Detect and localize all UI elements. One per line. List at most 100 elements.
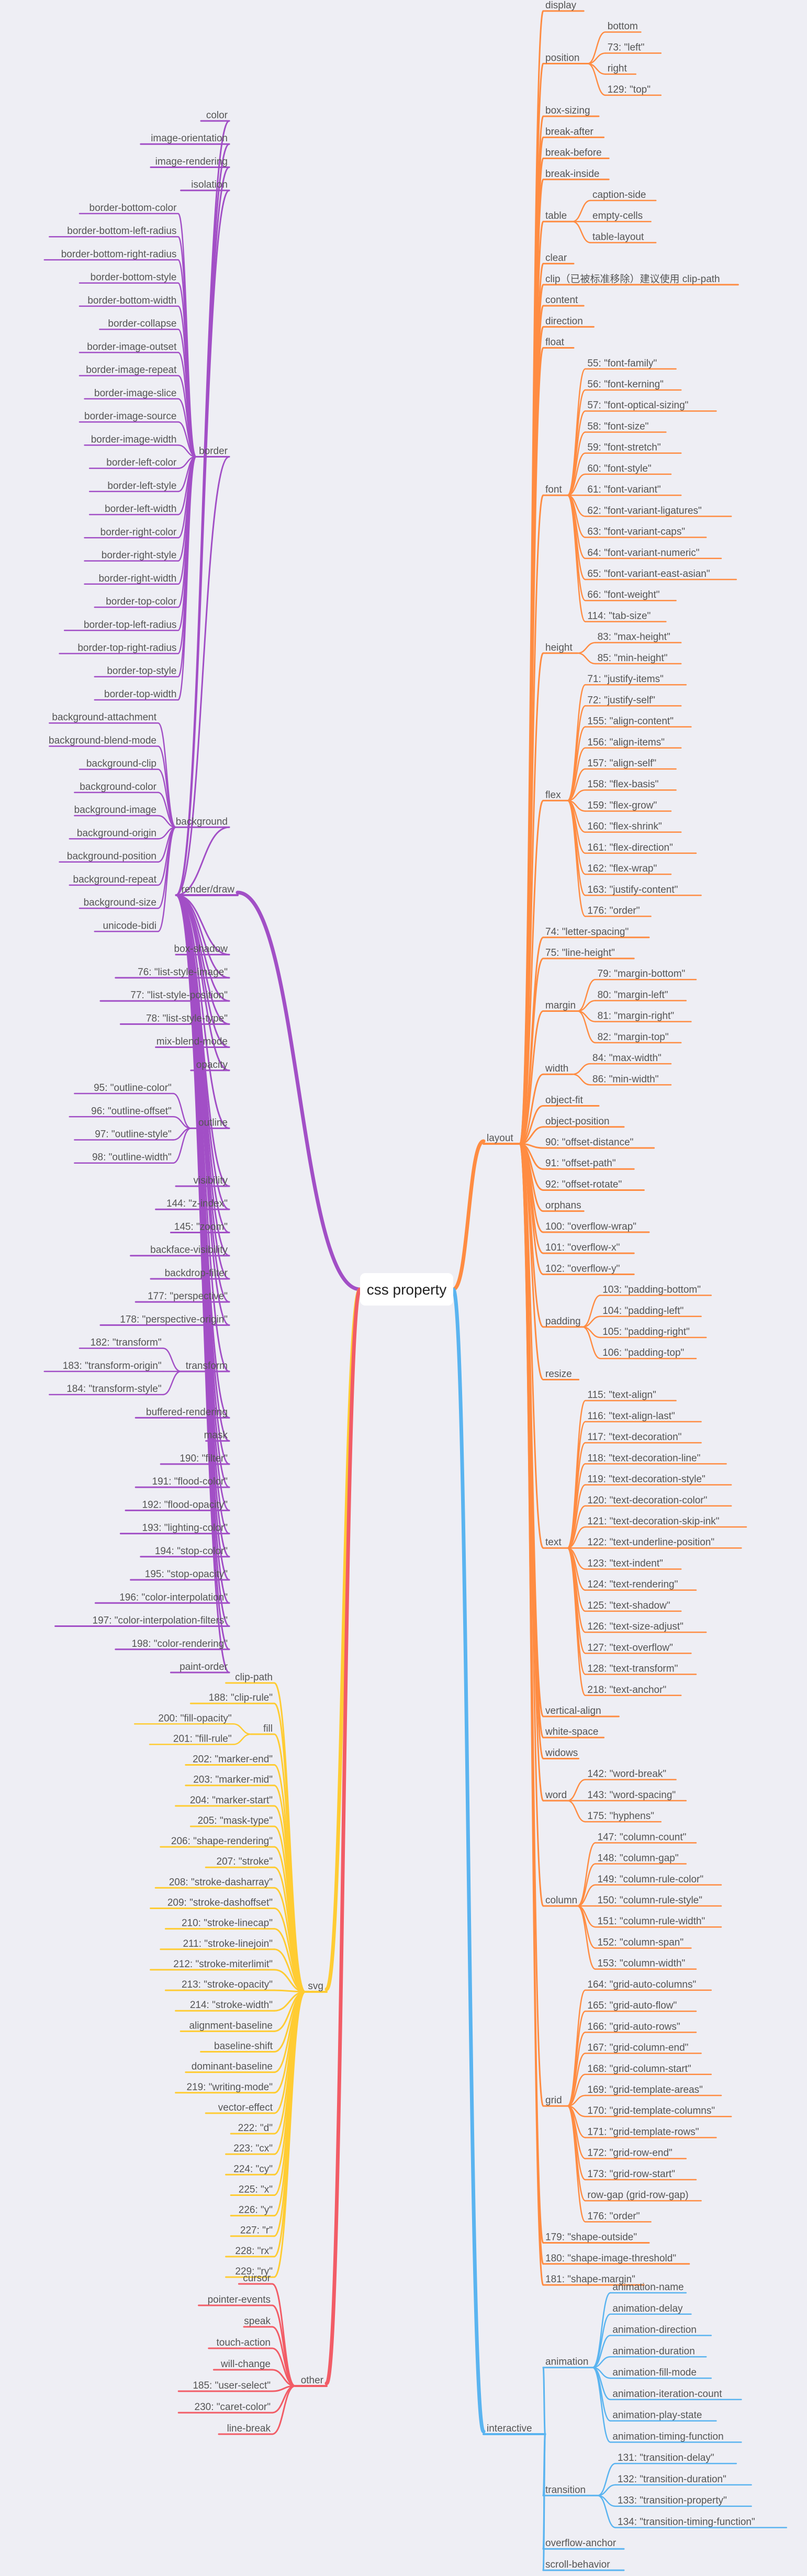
leaf-143-word-spacing[interactable]: 143: "word-spacing": [587, 1790, 676, 1801]
leaf-background-attachment[interactable]: background-attachment: [52, 712, 156, 723]
leaf-195-stop-opacity[interactable]: 195: "stop-opacity": [145, 1569, 228, 1580]
leaf-120-text-decoration-color[interactable]: 120: "text-decoration-color": [587, 1495, 707, 1506]
leaf-59-font-stretch[interactable]: 59: "font-stretch": [587, 442, 660, 453]
leaf-border-collapse[interactable]: border-collapse: [108, 318, 176, 329]
leaf-162-flex-wrap[interactable]: 162: "flex-wrap": [587, 863, 657, 874]
leaf-196-color-interpolation[interactable]: 196: "color-interpolation": [119, 1592, 228, 1603]
group-width[interactable]: width: [545, 1063, 568, 1074]
leaf-106-padding-top[interactable]: 106: "padding-top": [602, 1347, 684, 1358]
group-animation[interactable]: animation: [545, 2357, 588, 2368]
leaf-caption-side[interactable]: caption-side: [592, 189, 646, 200]
branch-render[interactable]: render/draw: [182, 884, 235, 895]
root-node[interactable]: css property: [360, 1273, 453, 1306]
leaf-border-image-repeat[interactable]: border-image-repeat: [86, 365, 177, 376]
leaf-172-grid-row-end[interactable]: 172: "grid-row-end": [587, 2148, 672, 2159]
leaf-178-perspective-origin[interactable]: 178: "perspective-origin": [120, 1314, 228, 1325]
leaf-102-overflow-y[interactable]: 102: "overflow-y": [545, 1263, 620, 1274]
leaf-165-grid-auto-flow[interactable]: 165: "grid-auto-flow": [587, 2000, 677, 2011]
leaf-border-image-slice[interactable]: border-image-slice: [94, 388, 176, 399]
leaf-63-font-variant-caps[interactable]: 63: "font-variant-caps": [587, 527, 685, 538]
leaf-61-font-variant[interactable]: 61: "font-variant": [587, 484, 660, 495]
leaf-background-image[interactable]: background-image: [74, 805, 156, 816]
leaf-114-tab-size[interactable]: 114: "tab-size": [587, 610, 651, 621]
leaf-203-marker-mid[interactable]: 203: "marker-mid": [193, 1775, 273, 1786]
leaf-82-margin-top[interactable]: 82: "margin-top": [598, 1032, 669, 1043]
leaf-212-stroke-miterlimit[interactable]: 212: "stroke-miterlimit": [173, 1959, 273, 1970]
leaf-paint-order[interactable]: paint-order: [180, 1661, 228, 1672]
leaf-border-top-color[interactable]: border-top-color: [106, 596, 177, 607]
group-grid[interactable]: grid: [545, 2095, 562, 2106]
leaf-168-grid-column-start[interactable]: 168: "grid-column-start": [587, 2064, 691, 2075]
group-transition[interactable]: transition: [545, 2484, 586, 2495]
leaf-background-position[interactable]: background-position: [67, 851, 156, 862]
leaf-142-word-break[interactable]: 142: "word-break": [587, 1769, 666, 1780]
leaf-156-align-items[interactable]: 156: "align-items": [587, 737, 665, 748]
leaf-80-margin-left[interactable]: 80: "margin-left": [598, 989, 668, 1000]
leaf-97-outline-style[interactable]: 97: "outline-style": [95, 1129, 172, 1140]
leaf-157-align-self[interactable]: 157: "align-self": [587, 758, 656, 769]
leaf-197-color-interpolation-filters[interactable]: 197: "color-interpolation-filters": [93, 1615, 228, 1626]
leaf-dominant-baseline[interactable]: dominant-baseline: [192, 2061, 273, 2072]
leaf-will-change[interactable]: will-change: [220, 2359, 271, 2370]
leaf-animation-fill-mode[interactable]: animation-fill-mode: [612, 2367, 697, 2378]
leaf-170-grid-template-columns[interactable]: 170: "grid-template-columns": [587, 2105, 715, 2116]
leaf-float[interactable]: float: [545, 337, 565, 348]
leaf-background-origin[interactable]: background-origin: [77, 828, 156, 839]
group-flex[interactable]: flex: [545, 789, 561, 800]
branch-interactive[interactable]: interactive: [487, 2423, 532, 2434]
leaf-pointer-events[interactable]: pointer-events: [208, 2294, 271, 2305]
leaf-198-color-rendering[interactable]: 198: "color-rendering": [131, 1638, 228, 1649]
leaf-171-grid-template-rows[interactable]: 171: "grid-template-rows": [587, 2126, 699, 2137]
leaf-65-font-variant-east-asian[interactable]: 65: "font-variant-east-asian": [587, 568, 710, 579]
leaf-unicode-bidi[interactable]: unicode-bidi: [103, 920, 156, 931]
leaf-91-offset-path[interactable]: 91: "offset-path": [545, 1158, 616, 1169]
leaf-181-shape-margin[interactable]: 181: "shape-margin": [545, 2274, 635, 2285]
leaf-56-font-kerning[interactable]: 56: "font-kerning": [587, 379, 664, 390]
leaf-animation-name[interactable]: animation-name: [612, 2282, 683, 2293]
leaf-border-top-left-radius[interactable]: border-top-left-radius: [84, 619, 176, 630]
leaf-125-text-shadow[interactable]: 125: "text-shadow": [587, 1600, 670, 1611]
leaf-border-right-width[interactable]: border-right-width: [98, 573, 176, 584]
group-border[interactable]: border: [199, 445, 228, 456]
leaf-98-outline-width[interactable]: 98: "outline-width": [92, 1152, 172, 1163]
leaf-84-max-width[interactable]: 84: "max-width": [592, 1053, 662, 1064]
leaf-border-top-right-radius[interactable]: border-top-right-radius: [77, 642, 176, 653]
leaf-92-offset-rotate[interactable]: 92: "offset-rotate": [545, 1179, 622, 1190]
leaf-break-after[interactable]: break-after: [545, 126, 594, 137]
leaf-78-list-style-type[interactable]: 78: "list-style-type": [146, 1013, 228, 1024]
leaf-display[interactable]: display: [545, 0, 577, 11]
leaf-144-z-index[interactable]: 144: "z-index": [166, 1198, 228, 1209]
leaf-clip-clip-path[interactable]: clip（已被标准移除）建议使用 clip-path: [545, 273, 720, 285]
leaf-border-left-style[interactable]: border-left-style: [107, 481, 176, 492]
leaf-209-stroke-dashoffset[interactable]: 209: "stroke-dashoffset": [167, 1898, 273, 1909]
leaf-208-stroke-dasharray[interactable]: 208: "stroke-dasharray": [169, 1877, 273, 1888]
leaf-90-offset-distance[interactable]: 90: "offset-distance": [545, 1137, 633, 1148]
leaf-60-font-style[interactable]: 60: "font-style": [587, 463, 651, 474]
leaf-202-marker-end[interactable]: 202: "marker-end": [193, 1754, 273, 1765]
leaf-border-bottom-left-radius[interactable]: border-bottom-left-radius: [67, 226, 176, 237]
leaf-vector-effect[interactable]: vector-effect: [218, 2102, 273, 2113]
leaf-baseline-shift[interactable]: baseline-shift: [214, 2040, 273, 2051]
leaf-76-list-style-image[interactable]: 76: "list-style-image": [138, 967, 228, 978]
leaf-64-font-variant-numeric[interactable]: 64: "font-variant-numeric": [587, 548, 699, 559]
leaf-85-min-height[interactable]: 85: "min-height": [598, 653, 668, 664]
leaf-86-min-width[interactable]: 86: "min-width": [592, 1074, 658, 1085]
leaf-153-column-width[interactable]: 153: "column-width": [598, 1958, 686, 1969]
leaf-81-margin-right[interactable]: 81: "margin-right": [598, 1011, 675, 1022]
leaf-148-column-gap[interactable]: 148: "column-gap": [598, 1853, 679, 1864]
leaf-115-text-align[interactable]: 115: "text-align": [587, 1390, 656, 1401]
group-font[interactable]: font: [545, 484, 562, 495]
leaf-214-stroke-width[interactable]: 214: "stroke-width": [190, 2000, 273, 2011]
leaf-134-transition-timing-function[interactable]: 134: "transition-timing-function": [618, 2516, 755, 2527]
leaf-229-ry[interactable]: 229: "ry": [235, 2266, 273, 2277]
leaf-box-shadow[interactable]: box-shadow: [174, 944, 228, 955]
leaf-204-marker-start[interactable]: 204: "marker-start": [190, 1795, 273, 1806]
leaf-border-right-style[interactable]: border-right-style: [102, 550, 177, 561]
leaf-166-grid-auto-rows[interactable]: 166: "grid-auto-rows": [587, 2021, 680, 2032]
leaf-105-padding-right[interactable]: 105: "padding-right": [602, 1326, 690, 1337]
leaf-206-shape-rendering[interactable]: 206: "shape-rendering": [171, 1836, 273, 1847]
leaf-205-mask-type[interactable]: 205: "mask-type": [198, 1815, 273, 1826]
leaf-table-layout[interactable]: table-layout: [592, 231, 644, 242]
leaf-break-before[interactable]: break-before: [545, 148, 602, 159]
leaf-image-orientation[interactable]: image-orientation: [151, 133, 228, 144]
